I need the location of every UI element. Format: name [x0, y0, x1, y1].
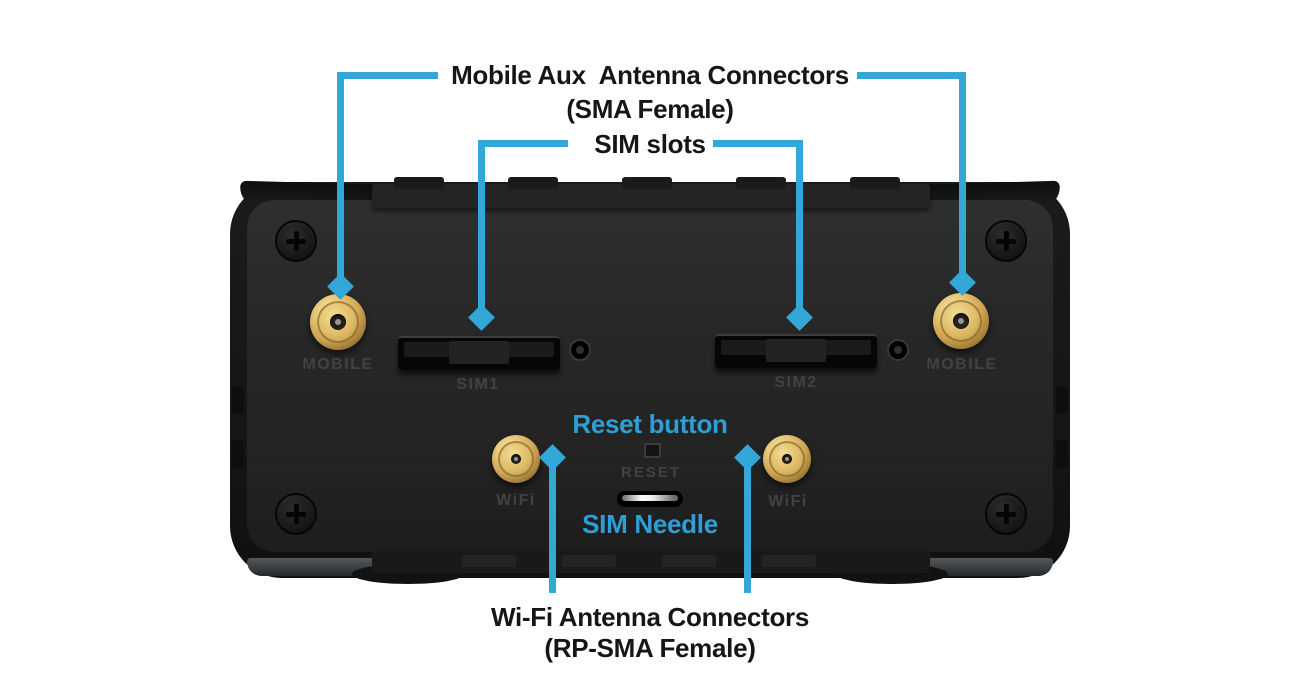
callout-line-mobile-right-v	[959, 72, 966, 275]
sim1-slot	[398, 336, 560, 370]
wifi-connectors-label: Wi-Fi Antenna Connectors	[490, 602, 810, 632]
callout-line-mobile-right-h	[857, 72, 966, 79]
callout-line-sim-left-v	[478, 140, 485, 310]
top-edge-rail	[372, 177, 930, 208]
wifi-antenna-connector-right	[763, 435, 811, 483]
top-edge-tab	[850, 177, 900, 189]
bottom-edge-rail	[372, 551, 930, 573]
sim1-eject-hole	[569, 339, 591, 361]
callout-line-sim-left-h	[478, 140, 568, 147]
bottom-edge-tab	[562, 555, 616, 567]
sim2-eject-hole	[887, 339, 909, 361]
reset-button	[644, 443, 661, 458]
corner-screw-bottom-right	[985, 493, 1027, 535]
corner-screw-top-left	[275, 220, 317, 262]
sma-female-label: (SMA Female)	[566, 94, 734, 124]
callout-line-sim-right-h	[713, 140, 803, 147]
reset-label: RESET	[620, 464, 681, 481]
wifi-left-label: WiFi	[496, 492, 536, 509]
reset-button-label: Reset button	[572, 409, 728, 439]
left-edge-notch	[232, 386, 244, 414]
top-edge-tab	[394, 177, 444, 189]
top-edge-tab	[622, 177, 672, 189]
top-edge-tab	[736, 177, 786, 189]
callout-line-wifi-left-v	[549, 464, 556, 593]
callout-line-wifi-right-v	[744, 464, 751, 593]
wifi-antenna-connector-left	[492, 435, 540, 483]
bottom-edge-tab	[762, 555, 816, 567]
mobile-antenna-connector-right	[933, 293, 989, 349]
bottom-edge-tab	[662, 555, 716, 567]
right-edge-notch	[1056, 386, 1068, 414]
corner-screw-bottom-left	[275, 493, 317, 535]
sim-needle-label: SIM Needle	[582, 509, 718, 539]
mobile-antenna-connector-left	[310, 294, 366, 350]
mobile-right-label: MOBILE	[926, 356, 998, 373]
callout-line-mobile-left-v	[337, 72, 344, 279]
right-edge-notch	[1056, 440, 1068, 468]
mobile-aux-connectors-label: Mobile Aux Antenna Connectors	[451, 60, 849, 90]
sim1-label: SIM1	[456, 376, 500, 393]
sim-slots-label: SIM slots	[594, 129, 706, 159]
sim2-label: SIM2	[774, 374, 818, 391]
sim-needle-slot	[617, 491, 683, 507]
callout-line-sim-right-v	[796, 140, 803, 310]
callout-line-mobile-left-h	[337, 72, 438, 79]
top-edge-tab	[508, 177, 558, 189]
corner-screw-top-right	[985, 220, 1027, 262]
wifi-right-label: WiFi	[768, 493, 808, 510]
bottom-edge-tab	[462, 555, 516, 567]
left-edge-notch	[232, 440, 244, 468]
mobile-left-label: MOBILE	[302, 356, 374, 373]
sim-needle	[622, 495, 678, 501]
rp-sma-female-label: (RP-SMA Female)	[544, 633, 756, 663]
sim2-slot	[715, 334, 877, 368]
